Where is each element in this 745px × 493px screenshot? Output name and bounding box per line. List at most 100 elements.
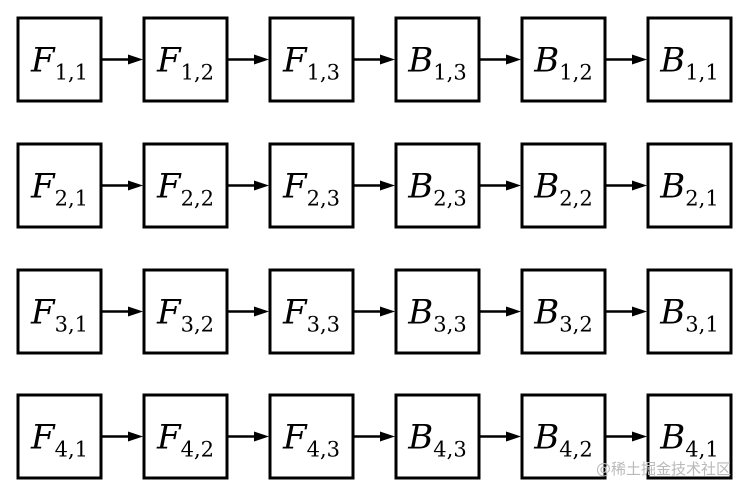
- node-label: B2,1: [659, 167, 718, 211]
- node-subscript: 1,1: [685, 61, 718, 85]
- node-letter: F: [30, 293, 56, 333]
- node-letter: F: [156, 293, 182, 333]
- node-label: B1,2: [533, 41, 592, 85]
- node-letter: B: [659, 293, 685, 333]
- node-letter: B: [533, 293, 559, 333]
- node-subscript: 2,1: [55, 187, 88, 211]
- arrow-head: [254, 431, 269, 442]
- arrow-head: [380, 431, 395, 442]
- node-letter: B: [533, 167, 559, 207]
- node-subscript: 3,2: [181, 313, 214, 337]
- node-letter: F: [282, 418, 308, 458]
- arrow-head: [632, 54, 647, 65]
- node-box: [646, 393, 733, 480]
- node-letter: F: [282, 41, 308, 81]
- node-subscript: 1,3: [433, 61, 466, 85]
- node-box: [646, 142, 733, 229]
- node-letter: B: [533, 41, 559, 81]
- node-subscript: 3,1: [685, 313, 718, 337]
- node-box: [16, 393, 103, 480]
- node-box: [394, 142, 481, 229]
- node-subscript: 2,3: [307, 187, 340, 211]
- node-letter: F: [156, 167, 182, 207]
- node-subscript: 4,2: [559, 438, 592, 462]
- node-box: [268, 268, 355, 355]
- node-letter: F: [30, 41, 56, 81]
- arrow-head: [254, 54, 269, 65]
- node-letter: B: [407, 167, 433, 207]
- arrow-head: [506, 54, 521, 65]
- node-label: B2,3: [407, 167, 466, 211]
- node-label: F1,2: [156, 41, 214, 85]
- node-label: F2,3: [282, 167, 340, 211]
- node-box: [520, 268, 607, 355]
- node-letter: F: [156, 41, 182, 81]
- node-subscript: 2,2: [559, 187, 592, 211]
- node-subscript: 4,1: [685, 438, 718, 462]
- arrow-head: [254, 180, 269, 191]
- arrow-head: [632, 431, 647, 442]
- node-subscript: 3,3: [433, 313, 466, 337]
- node-letter: B: [659, 41, 685, 81]
- arrow-head: [128, 54, 143, 65]
- node-subscript: 4,1: [55, 438, 88, 462]
- node-box: [268, 142, 355, 229]
- node-box: [394, 16, 481, 103]
- node-label: F3,2: [156, 293, 214, 337]
- node-label: F3,3: [282, 293, 340, 337]
- node-subscript: 2,1: [685, 187, 718, 211]
- arrow-head: [128, 306, 143, 317]
- node-subscript: 4,3: [307, 438, 340, 462]
- node-subscript: 3,2: [559, 313, 592, 337]
- node-box: [268, 16, 355, 103]
- node-label: F4,2: [156, 418, 214, 462]
- node-letter: F: [282, 167, 308, 207]
- node-label: B4,1: [659, 418, 718, 462]
- arrow-head: [506, 431, 521, 442]
- node-label: F4,3: [282, 418, 340, 462]
- node-box: [520, 393, 607, 480]
- node-subscript: 2,2: [181, 187, 214, 211]
- node-label: B1,3: [407, 41, 466, 85]
- node-box: [520, 16, 607, 103]
- watermark: @稀土掘金技术社区: [595, 460, 731, 478]
- node-letter: B: [407, 293, 433, 333]
- node-subscript: 4,2: [181, 438, 214, 462]
- node-box: [16, 268, 103, 355]
- node-subscript: 3,3: [307, 313, 340, 337]
- node-box: [646, 16, 733, 103]
- arrow-head: [128, 180, 143, 191]
- node-label: F1,1: [30, 41, 88, 85]
- node-letter: B: [407, 41, 433, 81]
- node-label: F2,2: [156, 167, 214, 211]
- node-box: [394, 393, 481, 480]
- node-subscript: 1,2: [559, 61, 592, 85]
- node-letter: B: [659, 418, 685, 458]
- node-letter: B: [659, 167, 685, 207]
- node-subscript: 1,1: [55, 61, 88, 85]
- node-subscript: 4,3: [433, 438, 466, 462]
- node-box: [646, 268, 733, 355]
- arrow-head: [380, 306, 395, 317]
- node-box: [520, 142, 607, 229]
- arrow-head: [380, 54, 395, 65]
- node-box: [16, 16, 103, 103]
- node-letter: F: [30, 418, 56, 458]
- node-label: B3,1: [659, 293, 718, 337]
- arrow-head: [254, 306, 269, 317]
- node-box: [142, 142, 229, 229]
- node-box: [142, 16, 229, 103]
- node-label: F4,1: [30, 418, 88, 462]
- node-label: F1,3: [282, 41, 340, 85]
- arrow-head: [128, 431, 143, 442]
- node-box: [16, 142, 103, 229]
- node-box: [142, 393, 229, 480]
- node-box: [394, 268, 481, 355]
- node-letter: F: [30, 167, 56, 207]
- arrow-head: [380, 180, 395, 191]
- node-letter: B: [533, 418, 559, 458]
- node-subscript: 2,3: [433, 187, 466, 211]
